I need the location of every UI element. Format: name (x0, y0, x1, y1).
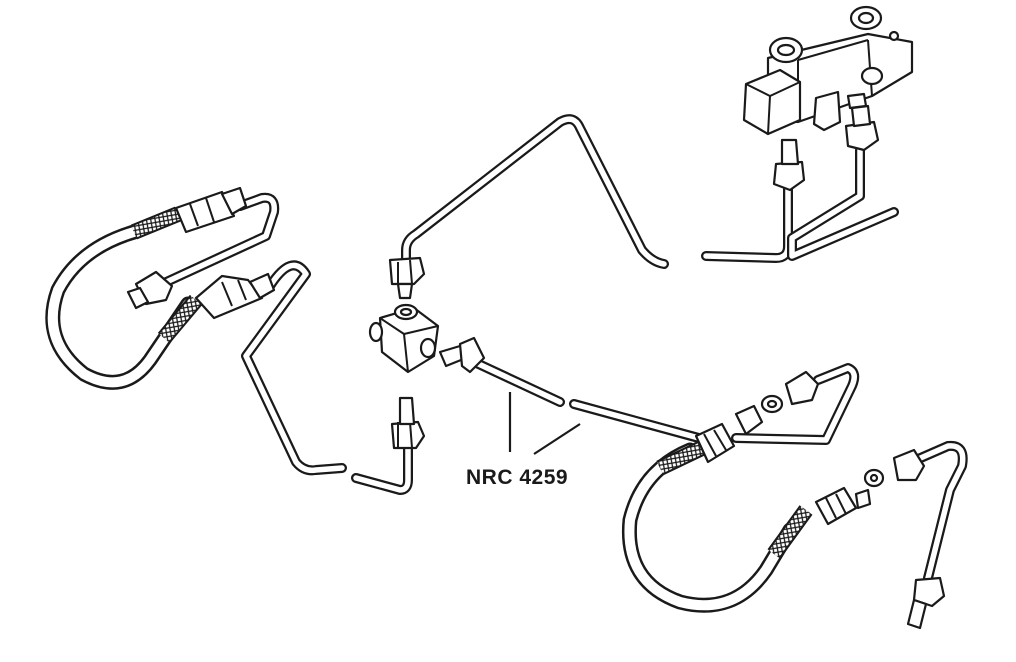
rigid-pipe-left-lower (241, 260, 347, 476)
union-nut-upper-pipe (388, 256, 426, 300)
callout-leader-lines (508, 392, 581, 455)
rigid-pipe-valve-right (787, 145, 899, 261)
rigid-pipe-right-lower (911, 440, 968, 583)
union-nut-nrc4259 (438, 336, 486, 374)
union-nut-left (126, 270, 174, 310)
rigid-pipe-nrc4259-right (569, 399, 711, 445)
flexible-hose-left (45, 206, 203, 390)
rigid-pipe-left-lower-end (351, 439, 413, 495)
union-nut-valve-right (844, 104, 880, 152)
part-number-label: NRC 4259 (466, 466, 569, 489)
rigid-pipe-right-upper (731, 363, 860, 445)
rigid-pipe-valve-left (701, 181, 793, 263)
hose-end-fitting-left-upper (174, 186, 248, 234)
rigid-pipe-left-upper (157, 192, 280, 289)
rigid-pipe-nrc4259-left (465, 355, 565, 407)
union-nut-lower-left (390, 396, 426, 450)
union-nut-lower-right (906, 576, 946, 630)
flexible-hose-right (621, 438, 813, 613)
pressure-reducing-valve (742, 5, 914, 136)
hose-end-fitting-right-lower (814, 448, 926, 526)
hose-end-fitting-right-upper (694, 370, 820, 464)
union-nut-valve-left (772, 138, 806, 192)
hose-end-fitting-left-lower (194, 272, 276, 320)
rigid-pipe-upper-loop (401, 114, 669, 269)
three-way-connector (368, 303, 440, 374)
